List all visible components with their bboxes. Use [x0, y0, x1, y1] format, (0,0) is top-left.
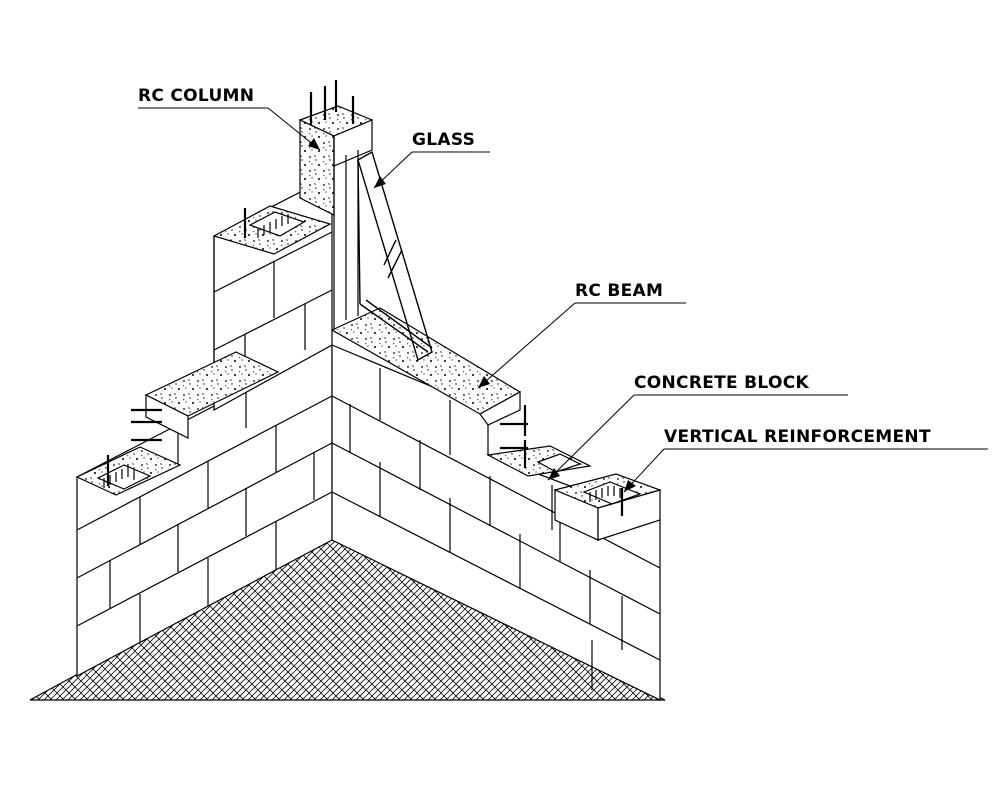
vertical-reinforcement-bars: [106, 80, 624, 516]
glass-arrowhead: [374, 176, 386, 188]
vertical-reinforcement-label: VERTICAL REINFORCEMENT: [664, 427, 931, 447]
concrete-block-label: CONCRETE BLOCK: [634, 373, 809, 393]
concrete-block-arrowhead: [548, 468, 560, 480]
rc-beam-leader: [477, 302, 576, 389]
rc-column-arrowhead: [308, 138, 320, 150]
rc-column-label: RC COLUMN: [138, 86, 255, 106]
vertical-reinforcement-arrowhead: [624, 480, 636, 492]
concrete-block-leader: [547, 394, 635, 481]
glass-label: GLASS: [412, 130, 476, 150]
leader-arrowheads: [308, 138, 636, 492]
glass-pane: [357, 150, 433, 362]
rc-beam-label: RC BEAM: [575, 281, 664, 301]
rc-beam-right: [330, 307, 522, 426]
concrete-blocks-top: [75, 205, 662, 541]
rc-beam-arrowhead: [478, 376, 490, 388]
left-wall: [76, 344, 333, 677]
